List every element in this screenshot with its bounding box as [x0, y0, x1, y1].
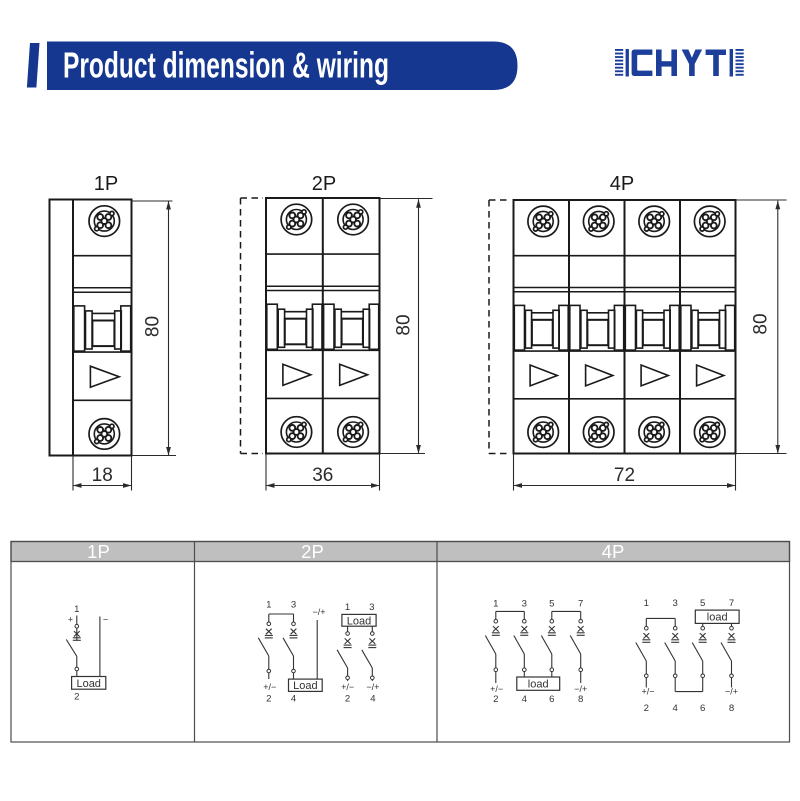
svg-text:4P: 4P — [610, 173, 634, 195]
svg-text:−/+: −/+ — [725, 687, 738, 697]
svg-text:4: 4 — [673, 703, 679, 714]
svg-text:1: 1 — [266, 600, 271, 611]
svg-text:1P: 1P — [94, 173, 118, 195]
svg-text:Load: Load — [347, 615, 371, 627]
svg-text:+: + — [68, 615, 73, 625]
svg-text:8: 8 — [729, 703, 734, 714]
svg-text:7: 7 — [729, 598, 734, 609]
svg-text:80: 80 — [394, 314, 415, 335]
svg-text:2: 2 — [345, 694, 350, 705]
svg-text:3: 3 — [673, 598, 678, 609]
svg-text:2: 2 — [74, 692, 79, 703]
svg-text:6: 6 — [700, 703, 705, 714]
svg-text:−/+: −/+ — [312, 607, 325, 617]
svg-text:2: 2 — [644, 703, 649, 714]
svg-text:2P: 2P — [301, 541, 324, 562]
svg-text:6: 6 — [549, 694, 554, 705]
svg-text:5: 5 — [549, 599, 554, 610]
svg-text:80: 80 — [143, 316, 164, 337]
svg-text:1: 1 — [493, 599, 498, 610]
svg-text:Load: Load — [76, 678, 100, 690]
svg-text:2: 2 — [266, 694, 271, 705]
svg-text:load: load — [528, 679, 549, 691]
svg-text:72: 72 — [614, 465, 635, 486]
svg-text:18: 18 — [92, 465, 113, 486]
svg-text:1: 1 — [74, 604, 79, 615]
svg-text:4: 4 — [370, 694, 376, 705]
svg-text:+/−: +/− — [263, 682, 276, 692]
svg-text:7: 7 — [578, 599, 583, 610]
svg-text:+/−: +/− — [341, 682, 354, 692]
svg-text:5: 5 — [700, 598, 705, 609]
svg-text:4P: 4P — [602, 541, 625, 562]
svg-text:1: 1 — [345, 602, 350, 613]
svg-text:Load: Load — [293, 680, 317, 692]
svg-text:1P: 1P — [87, 541, 110, 562]
svg-text:−: − — [103, 615, 108, 625]
svg-text:8: 8 — [578, 694, 583, 705]
svg-text:2P: 2P — [312, 173, 336, 195]
svg-text:4: 4 — [522, 694, 528, 705]
svg-text:+/−: +/− — [641, 687, 654, 697]
svg-text:load: load — [707, 612, 728, 624]
svg-text:−/+: −/+ — [366, 682, 379, 692]
svg-text:3: 3 — [291, 600, 296, 611]
svg-text:2: 2 — [493, 694, 498, 705]
svg-text:3: 3 — [522, 599, 527, 610]
svg-text:80: 80 — [751, 313, 772, 334]
svg-text:3: 3 — [369, 602, 374, 613]
svg-text:36: 36 — [312, 465, 333, 486]
svg-text:1: 1 — [644, 598, 649, 609]
svg-text:Product dimension & wiring: Product dimension & wiring — [63, 45, 389, 86]
svg-text:−/+: −/+ — [574, 684, 587, 694]
svg-text:4: 4 — [291, 694, 297, 705]
svg-text:+/−: +/− — [490, 684, 503, 694]
